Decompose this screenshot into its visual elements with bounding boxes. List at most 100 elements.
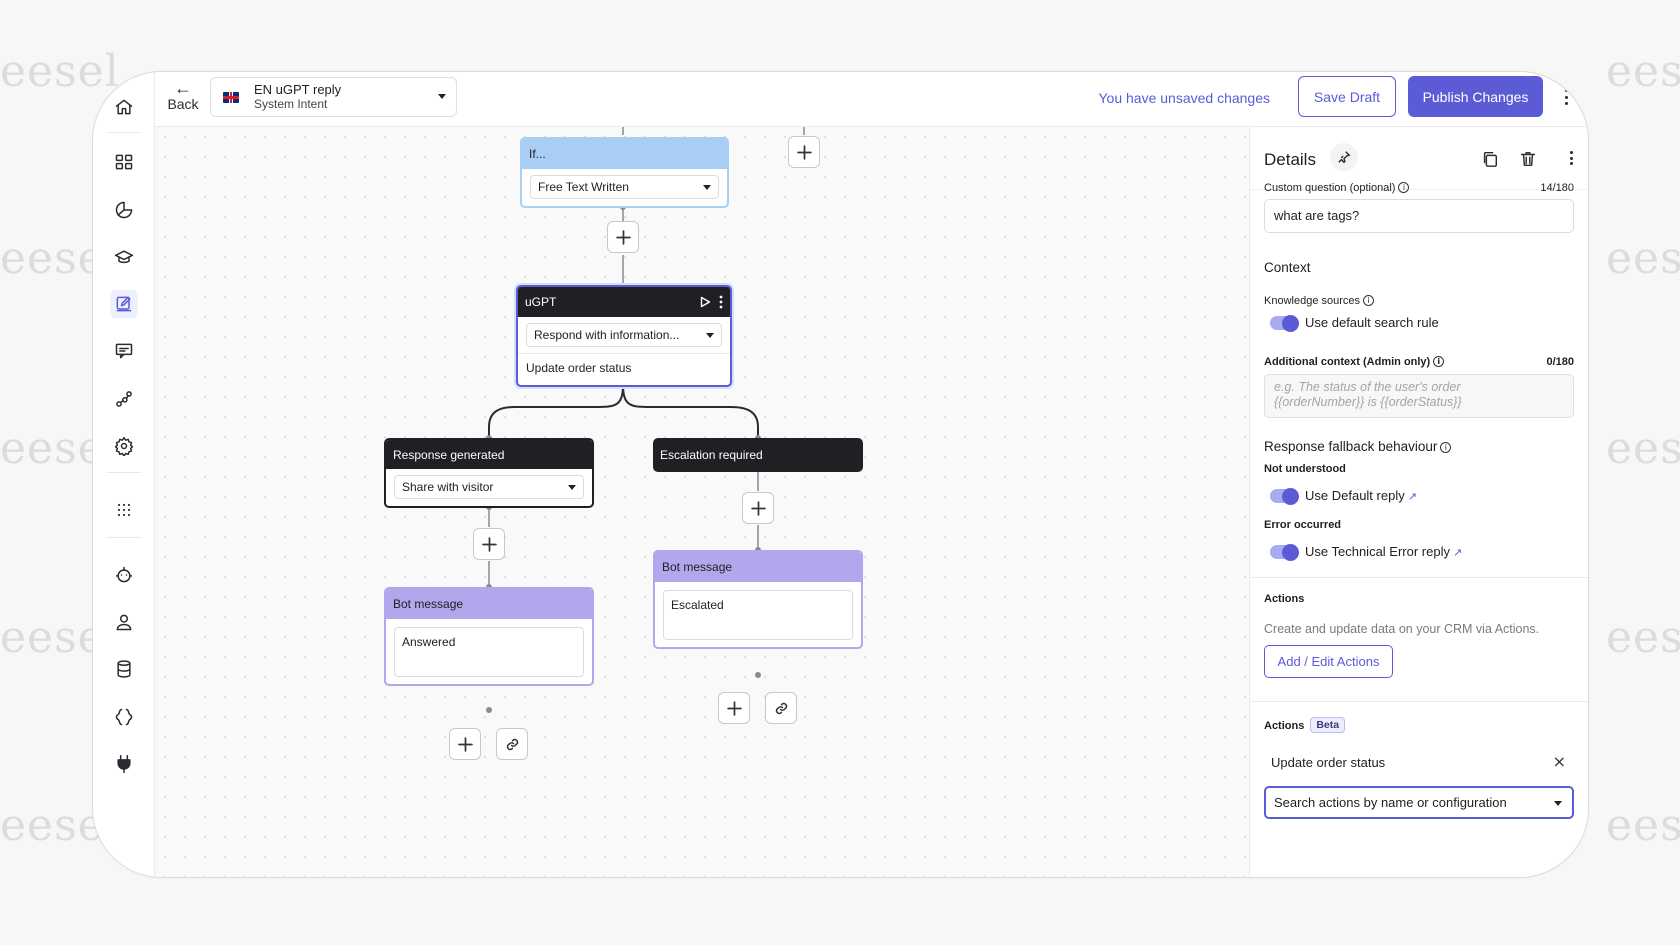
database-icon[interactable] — [110, 655, 138, 683]
intent-selector[interactable]: EN uGPT reply System Intent — [210, 77, 457, 117]
flow-icon[interactable] — [110, 385, 138, 413]
node-menu-icon[interactable] — [719, 295, 723, 309]
bot-message-text[interactable]: Escalated — [663, 590, 853, 640]
copy-icon[interactable] — [1478, 147, 1502, 171]
knowledge-toggle[interactable] — [1270, 314, 1299, 332]
back-button[interactable]: ← Back — [165, 78, 201, 112]
watermark: eesel — [1606, 423, 1680, 474]
training-icon[interactable] — [110, 243, 138, 271]
app-window: ← Back EN uGPT reply System Intent You h… — [92, 71, 1589, 878]
custom-question-input[interactable]: what are tags? — [1264, 199, 1574, 233]
response-generated-node[interactable]: Response generated Share with visitor — [384, 438, 594, 508]
play-icon[interactable] — [700, 296, 711, 308]
external-link-icon[interactable]: ↗ — [1407, 491, 1417, 503]
chevron-down-icon — [438, 94, 446, 99]
additional-context-input[interactable]: e.g. The status of the user's order {{or… — [1264, 374, 1574, 418]
analytics-icon[interactable] — [110, 196, 138, 224]
knowledge-toggle-label: Use default search rule — [1305, 315, 1439, 330]
response-mode-dropdown[interactable]: Respond with information... — [526, 323, 722, 347]
chat-icon[interactable] — [110, 337, 138, 365]
context-heading: Context — [1264, 260, 1311, 275]
custom-question-count: 14/180 — [1540, 182, 1574, 194]
ugpt-node-title: uGPT — [525, 295, 557, 309]
back-label: Back — [167, 96, 199, 112]
dashboard-icon[interactable] — [110, 148, 138, 176]
technical-error-toggle[interactable] — [1270, 543, 1299, 561]
code-icon[interactable] — [110, 703, 138, 731]
add-edit-actions-button[interactable]: Add / Edit Actions — [1264, 645, 1393, 678]
panel-menu-icon[interactable] — [1568, 149, 1574, 167]
settings-icon[interactable] — [110, 432, 138, 460]
publish-changes-button[interactable]: Publish Changes — [1408, 76, 1543, 117]
edit-icon[interactable] — [110, 290, 138, 318]
user-icon[interactable] — [110, 608, 138, 636]
sidebar-divider — [107, 472, 141, 473]
link-icon — [506, 738, 518, 750]
chevron-down-icon — [703, 184, 711, 190]
add-node-button[interactable] — [718, 692, 750, 724]
section-divider — [1250, 701, 1588, 702]
link-icon — [775, 702, 787, 714]
sidebar-divider — [107, 537, 141, 538]
if-node[interactable]: If... Free Text Written — [520, 137, 729, 208]
chevron-down-icon — [706, 332, 714, 338]
connectors — [486, 127, 805, 713]
link-node-button[interactable] — [765, 692, 797, 724]
action-item: Update order status × — [1264, 746, 1574, 778]
additional-context-label: Additional context (Admin only)i — [1264, 356, 1445, 368]
info-icon: i — [1440, 442, 1452, 453]
chevron-down-icon — [1554, 801, 1562, 806]
bot-icon[interactable] — [110, 561, 138, 589]
condition-value: Free Text Written — [538, 180, 629, 194]
intent-title: EN uGPT reply — [254, 82, 342, 97]
bot-message-text[interactable]: Answered — [394, 627, 584, 677]
link-node-button[interactable] — [496, 728, 528, 760]
save-draft-button[interactable]: Save Draft — [1298, 76, 1396, 117]
action-search-select[interactable]: Search actions by name or configuration — [1264, 786, 1574, 819]
actions-description: Create and update data on your CRM via A… — [1264, 622, 1540, 636]
ugpt-action-label: Update order status — [518, 353, 730, 382]
technical-error-label: Use Technical Error reply↗ — [1305, 544, 1463, 559]
topbar: ← Back EN uGPT reply System Intent You h… — [155, 72, 1588, 127]
placeholder-line: {{orderNumber}} is {{orderStatus}} — [1274, 395, 1462, 409]
external-link-icon[interactable]: ↗ — [1452, 547, 1463, 559]
home-icon[interactable] — [110, 93, 138, 121]
details-header: Details — [1250, 127, 1588, 190]
apps-icon[interactable] — [110, 496, 138, 524]
ugpt-node[interactable]: uGPT Respond with information... Update … — [516, 285, 732, 387]
section-divider — [1250, 577, 1588, 578]
share-dropdown[interactable]: Share with visitor — [394, 475, 584, 499]
condition-dropdown[interactable]: Free Text Written — [530, 175, 719, 199]
info-icon: i — [1398, 182, 1410, 193]
add-node-button[interactable] — [449, 728, 481, 760]
sidebar-divider — [107, 132, 141, 133]
plug-icon[interactable] — [110, 750, 138, 778]
add-node-button[interactable] — [742, 492, 774, 524]
escalation-required-node[interactable]: Escalation required — [653, 438, 863, 472]
unsaved-status: You have unsaved changes — [1098, 90, 1270, 106]
add-node-button[interactable] — [788, 136, 820, 168]
add-node-button[interactable] — [473, 528, 505, 560]
watermark: eesel — [1606, 800, 1680, 851]
bot-message-node[interactable]: Bot message Answered — [384, 587, 594, 686]
bot-message-title: Bot message — [662, 560, 733, 574]
flow-canvas[interactable]: If... Free Text Written uGPT Respond wit… — [155, 127, 1249, 877]
pin-icon[interactable] — [1330, 143, 1358, 171]
actions-heading: Actions — [1264, 593, 1305, 605]
more-options-icon[interactable] — [1562, 86, 1570, 108]
bot-message-node[interactable]: Bot message Escalated — [653, 550, 863, 649]
intent-subtitle: System Intent — [254, 97, 328, 111]
share-value: Share with visitor — [402, 480, 494, 494]
action-item-label: Update order status — [1271, 755, 1386, 770]
chevron-down-icon — [568, 484, 576, 490]
bot-message-title: Bot message — [393, 597, 464, 611]
default-reply-toggle[interactable] — [1270, 487, 1299, 505]
remove-action-icon[interactable]: × — [1552, 752, 1566, 771]
trash-icon[interactable] — [1516, 147, 1540, 171]
add-node-button[interactable] — [607, 221, 639, 253]
additional-context-count: 0/180 — [1546, 356, 1574, 368]
back-arrow-icon: ← — [174, 78, 192, 98]
